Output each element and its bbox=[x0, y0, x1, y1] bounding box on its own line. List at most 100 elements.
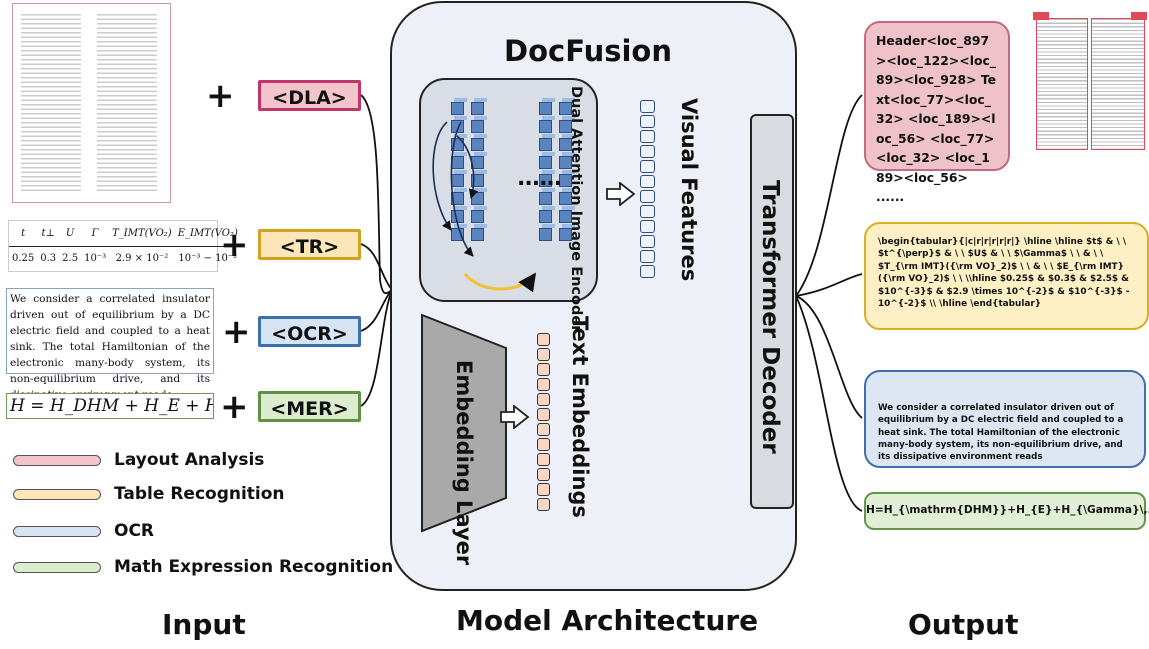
cube-face bbox=[542, 188, 555, 192]
output-layout-page bbox=[1033, 12, 1147, 162]
cube-face bbox=[542, 134, 555, 138]
cube-face bbox=[542, 98, 555, 102]
attention-arrows bbox=[432, 121, 537, 293]
legend-label-layout: Layout Analysis bbox=[114, 450, 265, 470]
table-cell: 2.5 bbox=[62, 253, 79, 265]
encoder-output-arrow-icon bbox=[606, 182, 636, 206]
text-embedding-token bbox=[537, 453, 550, 466]
table-header-cell: T_IMT(VO₂) bbox=[109, 221, 175, 247]
text-embedding-token bbox=[537, 468, 550, 481]
output-layout-analysis: Header<loc_897><loc_122><loc_89><loc_928… bbox=[864, 21, 1010, 204]
legend-label-math: Math Expression Recognition bbox=[114, 557, 394, 577]
cube-face bbox=[542, 224, 555, 228]
encoder-cube bbox=[539, 120, 552, 133]
cube-face bbox=[454, 188, 467, 192]
embedding-layer-shape bbox=[421, 313, 507, 533]
encoder-cube bbox=[451, 228, 464, 241]
encoder-cube bbox=[451, 102, 464, 115]
input-section-label: Input bbox=[162, 608, 246, 641]
cube-face bbox=[474, 170, 487, 174]
visual-feature-token bbox=[640, 205, 655, 218]
dla-token: <DLA> bbox=[258, 80, 361, 111]
text-embedding-token bbox=[537, 483, 550, 496]
tr-connector bbox=[360, 243, 393, 291]
encoder-cube bbox=[559, 228, 572, 241]
cube-face bbox=[562, 170, 575, 174]
encoder-cube bbox=[539, 102, 552, 115]
legend-swatch-table bbox=[13, 489, 101, 500]
plus-sign-ocr: + bbox=[222, 312, 251, 352]
mer-out-connector bbox=[795, 295, 863, 512]
cube-face bbox=[542, 206, 555, 210]
input-ocr-text-image: We consider a correlated insulator drive… bbox=[6, 288, 214, 401]
tr-out-connector bbox=[795, 273, 863, 297]
mer-token: <MER> bbox=[258, 391, 361, 422]
cube-face bbox=[474, 206, 487, 210]
cube-face bbox=[454, 224, 467, 228]
input-document-page bbox=[12, 3, 171, 203]
output-section-label: Output bbox=[908, 608, 1019, 641]
encoder-cube bbox=[451, 192, 464, 205]
encoder-cube bbox=[471, 102, 484, 115]
visual-features-label: Visual Features bbox=[677, 98, 701, 282]
encoder-cube bbox=[539, 228, 552, 241]
visual-feature-token bbox=[640, 220, 655, 233]
legend-swatch-math bbox=[13, 562, 101, 573]
encoder-label: Dual Attention Image Encoder bbox=[568, 86, 584, 333]
cube-face bbox=[454, 116, 467, 120]
cube-face bbox=[454, 98, 467, 102]
layout-box bbox=[1091, 18, 1145, 150]
visual-feature-token bbox=[640, 265, 655, 278]
transformer-decoder-label: Transformer Decoder bbox=[757, 180, 783, 454]
output-table-latex: \begin{tabular}{|c|r|r|r|r|r|} \hline \h… bbox=[864, 222, 1149, 330]
cube-face bbox=[562, 134, 575, 138]
text-embedding-token bbox=[537, 348, 550, 361]
text-embedding-token bbox=[537, 408, 550, 421]
visual-feature-token bbox=[640, 145, 655, 158]
legend-swatch-layout bbox=[13, 455, 101, 466]
ocr-out-connector bbox=[795, 295, 863, 419]
input-table-image: t t⊥ U Γ T_IMT(VO₂) E_IMT(VO₂) 0.25 0.3 … bbox=[8, 220, 241, 272]
dla-connector bbox=[360, 94, 393, 295]
tr-token: <TR> bbox=[258, 229, 361, 260]
encoder-cube bbox=[559, 156, 572, 169]
cube-face bbox=[474, 134, 487, 138]
ocr-token: <OCR> bbox=[258, 316, 361, 347]
cube-face bbox=[474, 224, 487, 228]
output-formula-latex: H=H_{\mathrm{DHM}}+H_{E}+H_{\Gamma}\,. bbox=[864, 492, 1149, 530]
encoder-cube bbox=[559, 192, 572, 205]
encoder-cube bbox=[539, 156, 552, 169]
table-cell: 10⁻³ − 10⁻² bbox=[178, 253, 238, 265]
cube-face bbox=[562, 152, 575, 156]
encoder-cube bbox=[539, 174, 552, 187]
cube-face bbox=[454, 152, 467, 156]
cube-face bbox=[562, 188, 575, 192]
visual-feature-token bbox=[640, 115, 655, 128]
cube-face bbox=[454, 170, 467, 174]
encoder-cube bbox=[559, 102, 572, 115]
layout-box bbox=[1036, 18, 1088, 150]
visual-feature-token bbox=[640, 100, 655, 113]
image-encoder-box: ...... bbox=[419, 78, 598, 302]
output-ocr-text: We consider a correlated insulator drive… bbox=[864, 370, 1146, 468]
cube-face bbox=[542, 152, 555, 156]
table-header-cell: E_IMT(VO₂) bbox=[174, 221, 241, 247]
encoder-cube bbox=[539, 192, 552, 205]
ocr-connector bbox=[360, 289, 393, 332]
cube-ellipsis: ...... bbox=[517, 166, 562, 191]
plus-sign-dla: + bbox=[206, 76, 235, 116]
table-cell: 0.3 bbox=[40, 253, 57, 265]
encoder-cube bbox=[559, 174, 572, 187]
table-cell: 0.25 bbox=[12, 253, 35, 265]
text-embedding-token bbox=[537, 498, 550, 511]
dla-out-connector bbox=[795, 94, 863, 297]
document-column-left bbox=[21, 14, 81, 194]
table-cell: 10⁻³ bbox=[84, 253, 107, 265]
encoder-cube bbox=[471, 228, 484, 241]
cube-face bbox=[562, 98, 575, 102]
text-embeddings-label: Text Embeddings bbox=[568, 316, 592, 518]
embedding-output-arrow-icon bbox=[500, 405, 530, 429]
cube-face bbox=[562, 206, 575, 210]
text-embedding-token bbox=[537, 438, 550, 451]
